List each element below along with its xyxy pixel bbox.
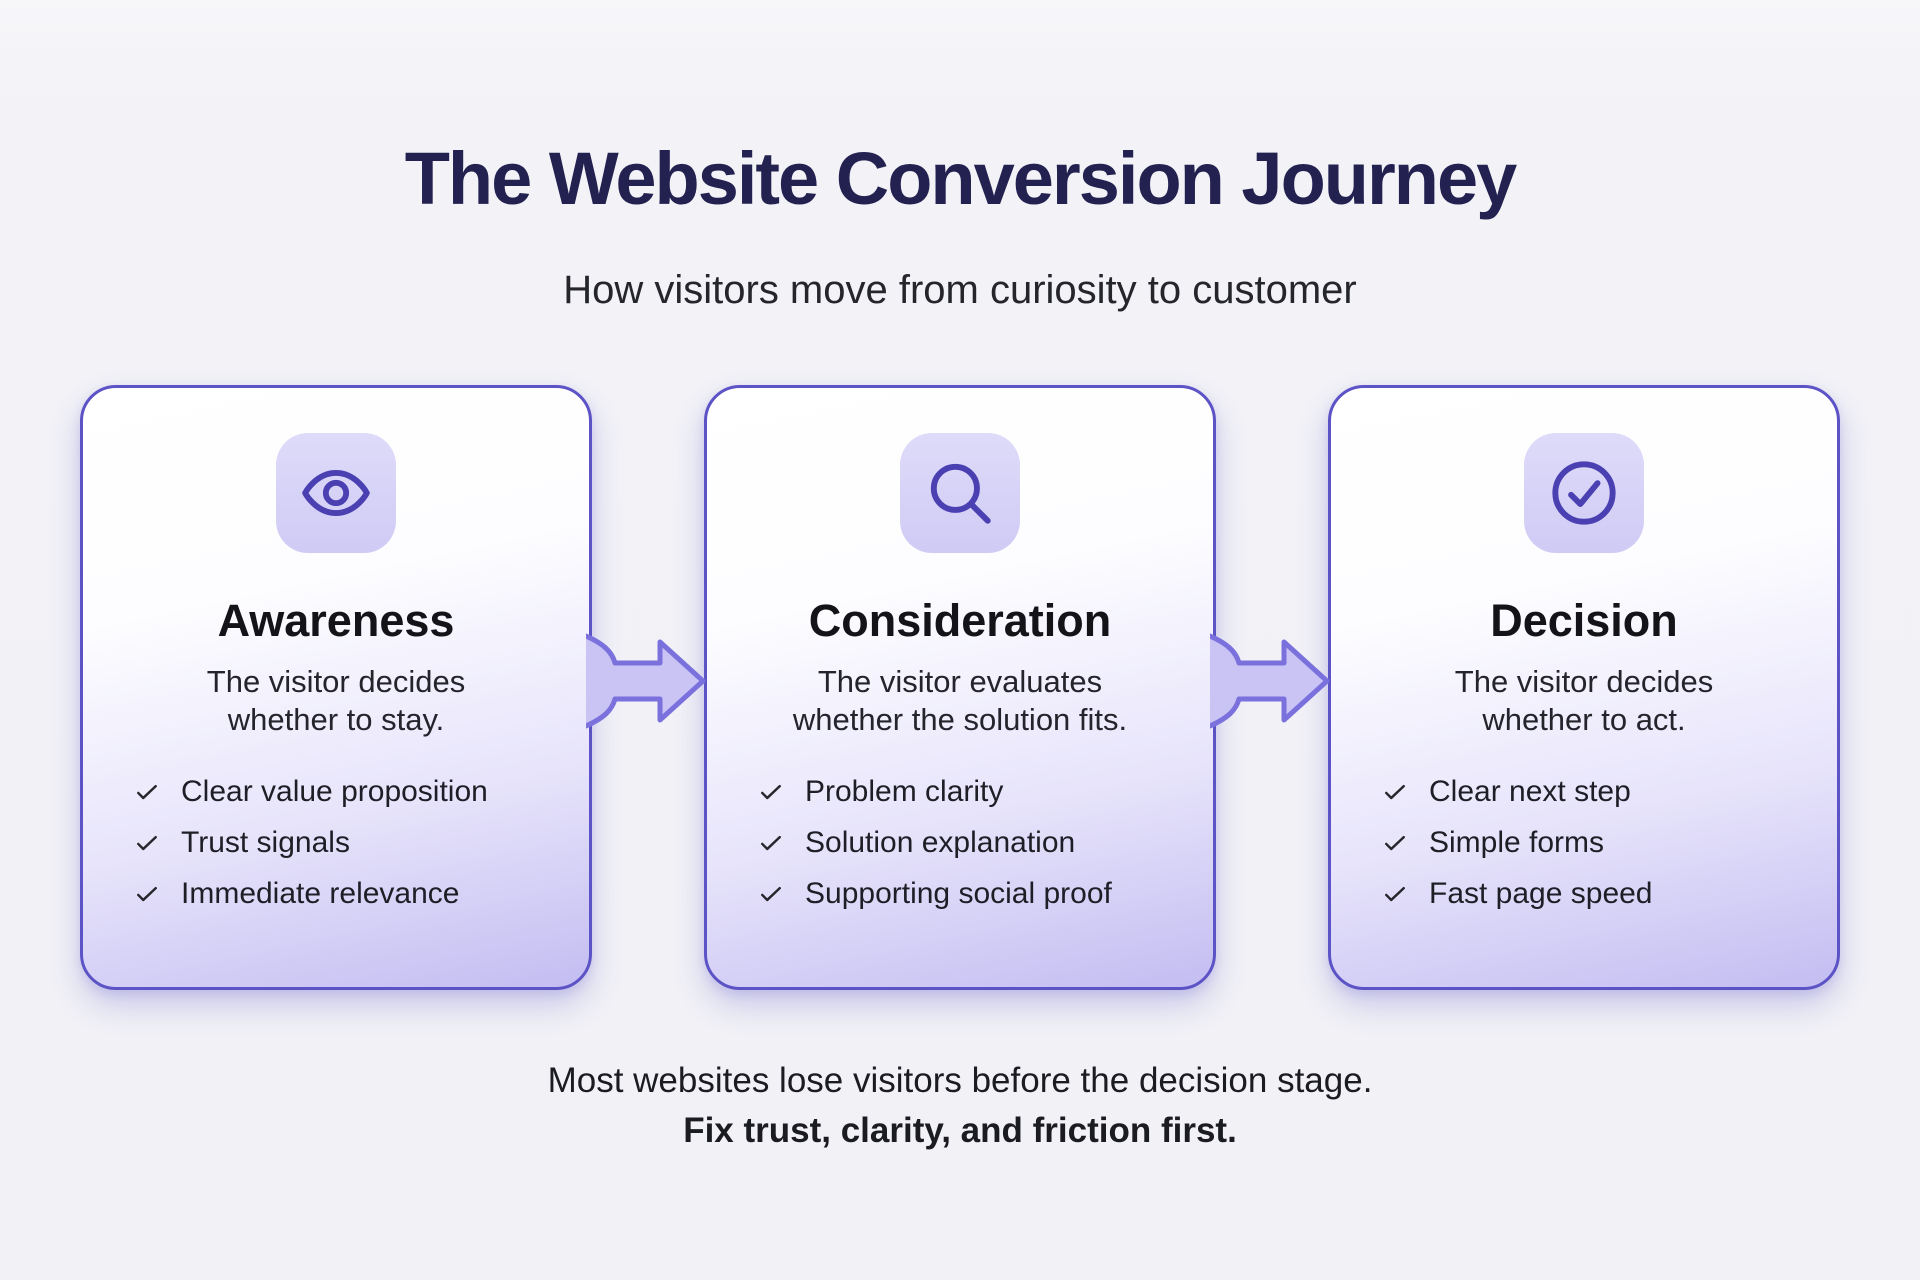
stage-icon-tile — [1524, 433, 1644, 553]
footer-emphasis: Fix trust, clarity, and friction first. — [683, 1111, 1237, 1150]
check-icon — [1385, 886, 1405, 901]
stages-row: Awareness The visitor decides whether to… — [80, 385, 1840, 990]
checklist-item: Supporting social proof — [757, 877, 1213, 911]
flow-arrow-icon — [1210, 633, 1330, 729]
flow-arrow-icon — [586, 633, 706, 729]
stage-card-awareness: Awareness The visitor decides whether to… — [80, 385, 592, 990]
check-icon — [137, 784, 157, 799]
search-icon — [930, 463, 991, 524]
checklist-item: Fast page speed — [1381, 877, 1837, 911]
check-icon — [761, 784, 781, 799]
checklist-item: Solution explanation — [757, 826, 1213, 860]
stage-icon-tile — [900, 433, 1020, 553]
stage-title: Awareness — [217, 595, 455, 646]
checklist-item: Trust signals — [133, 826, 589, 860]
stage-description: The visitor decides whether to act. — [1454, 664, 1714, 737]
eye-icon — [302, 470, 370, 516]
stage-description: The visitor evaluates whether the soluti… — [792, 664, 1128, 737]
stage-title: Decision — [1490, 595, 1678, 646]
checklist-item: Immediate relevance — [133, 877, 589, 911]
check-icon — [761, 835, 781, 850]
check-icon — [1385, 784, 1405, 799]
footer-summary: Most websites lose visitors before the d… — [547, 1061, 1373, 1100]
check-icon — [1385, 835, 1405, 850]
footer-note: Most websites lose visitors before the d… — [0, 1056, 1920, 1156]
check-icon — [137, 886, 157, 901]
checklist-item: Clear value proposition — [133, 775, 589, 809]
checklist: Problem clarity Solution explanation Sup… — [707, 775, 1213, 911]
checklist-item: Problem clarity — [757, 775, 1213, 809]
stage-card-decision: Decision The visitor decides whether to … — [1328, 385, 1840, 990]
checklist: Clear next step Simple forms Fast page s… — [1331, 775, 1837, 911]
checklist-item-label: Immediate relevance — [181, 876, 460, 910]
checklist: Clear value proposition Trust signals Im… — [83, 775, 589, 911]
checklist-item-label: Solution explanation — [805, 825, 1076, 859]
checklist-item: Simple forms — [1381, 826, 1837, 860]
checklist-item-label: Supporting social proof — [805, 876, 1112, 910]
stage-icon-tile — [276, 433, 396, 553]
check-icon — [137, 835, 157, 850]
check-icon — [761, 886, 781, 901]
checklist-item-label: Clear value proposition — [181, 774, 488, 808]
checklist-item-label: Clear next step — [1429, 774, 1631, 808]
stage-description: The visitor decides whether to stay. — [206, 664, 466, 737]
stage-title: Consideration — [808, 595, 1112, 646]
checklist-item-label: Fast page speed — [1429, 876, 1653, 910]
checklist-item: Clear next step — [1381, 775, 1837, 809]
checklist-item-label: Simple forms — [1429, 825, 1605, 859]
checklist-item-label: Trust signals — [181, 825, 350, 859]
check-circle-icon — [1552, 461, 1616, 525]
checklist-item-label: Problem clarity — [805, 774, 1004, 808]
page-subtitle: How visitors move from curiosity to cust… — [563, 268, 1357, 312]
page-title: The Website Conversion Journey — [404, 137, 1518, 220]
stage-card-consideration: Consideration The visitor evaluates whet… — [704, 385, 1216, 990]
